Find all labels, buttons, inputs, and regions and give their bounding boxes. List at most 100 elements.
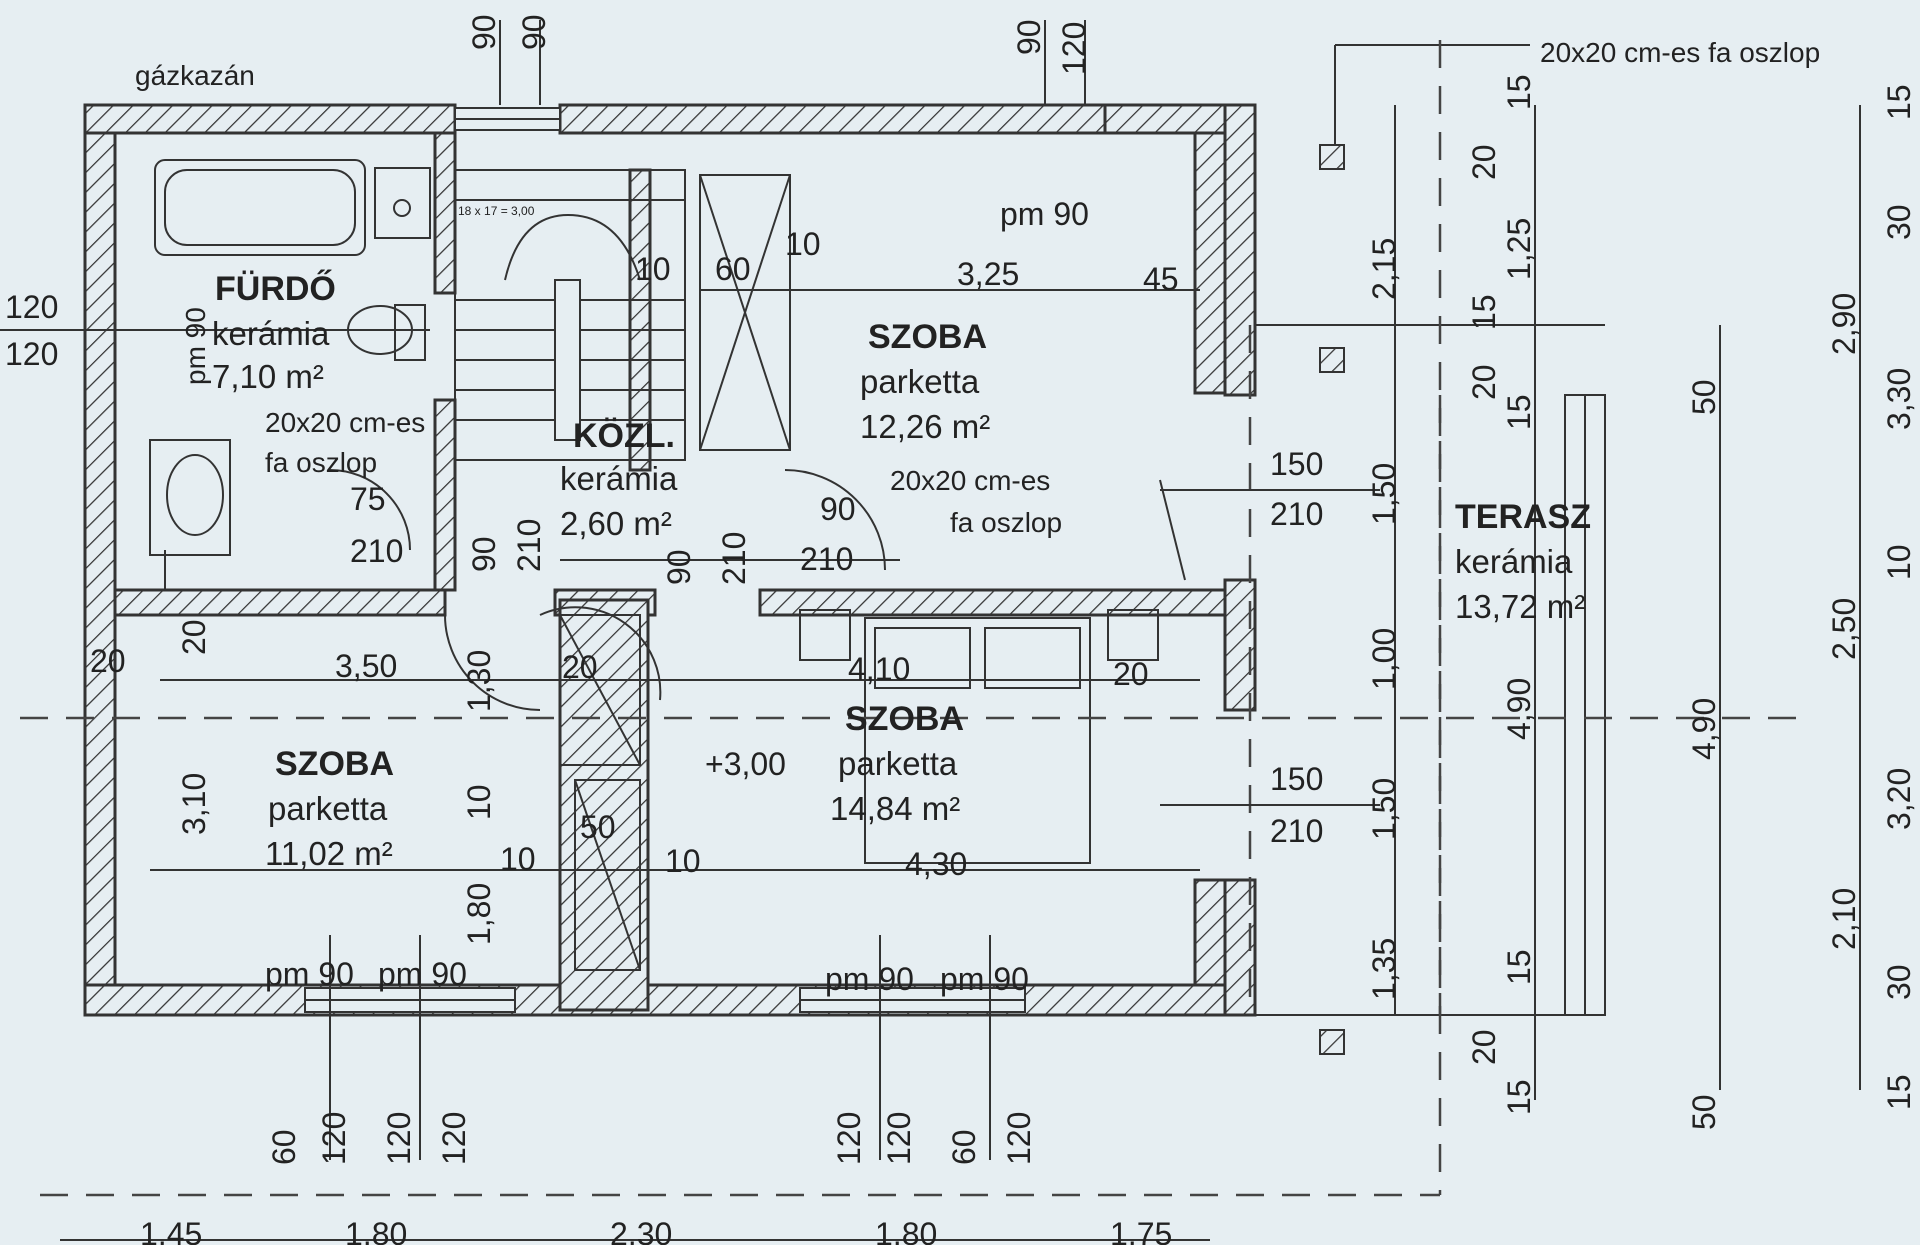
axis-lines — [20, 40, 1810, 1197]
dim-label: 120 — [5, 289, 58, 325]
dim-label: 60 — [266, 1129, 302, 1165]
room-szoba-3: SZOBA parketta 14,84 m² — [830, 700, 964, 827]
post-label-mid-2: fa oszlop — [950, 507, 1062, 538]
annotations: gázkazán 20x20 cm-es fa oszlop 20x20 cm-… — [135, 37, 1820, 997]
dim-label: 1,00 — [1366, 628, 1402, 690]
dim-label: 210 — [511, 519, 547, 572]
terrace — [1255, 324, 1606, 1016]
room-name: SZOBA — [845, 700, 964, 738]
dim-label: 45 — [1143, 261, 1179, 297]
dim-label: 60 — [715, 251, 751, 287]
dim-label: 1,45 — [140, 1216, 202, 1245]
room-közl: KÖZL. kerámia 2,60 m² — [560, 417, 678, 542]
room-material: parketta — [860, 363, 980, 400]
right-dims: 2,15 1,50 1,00 1,50 1,35 15 20 1,25 15 2… — [1366, 74, 1917, 1130]
post-label-mid-1: 20x20 cm-es — [890, 465, 1050, 496]
dim-label: 20 — [1466, 1029, 1502, 1065]
dim-label: 1,80 — [461, 883, 497, 945]
dim-label: 210 — [1270, 813, 1323, 849]
dim-label: 3,30 — [1881, 368, 1917, 430]
dim-label: 10 — [635, 251, 671, 287]
dim-label: 120 — [831, 1112, 867, 1165]
room-material: kerámia — [1455, 543, 1573, 580]
bed — [799, 609, 1159, 864]
room-name: TERASZ — [1455, 498, 1591, 536]
room-area: 7,10 m² — [212, 358, 324, 395]
dimension-lines — [0, 20, 1861, 1241]
dim-label: 90 — [466, 14, 502, 50]
pm90-label: pm 90 — [825, 961, 914, 997]
pm90-label-rotated: pm 90 — [180, 307, 211, 385]
dim-label: 120 — [381, 1112, 417, 1165]
dim-label: 2,30 — [610, 1216, 672, 1245]
room-name: FÜRDŐ — [215, 270, 336, 308]
dim-label: 120 — [1001, 1112, 1037, 1165]
room-area: 14,84 m² — [830, 790, 960, 827]
dim-label: 20 — [1113, 656, 1149, 692]
room-area: 2,60 m² — [560, 505, 672, 542]
dim-label: 2,15 — [1366, 238, 1402, 300]
dim-label: 20 — [1466, 144, 1502, 180]
pm90-label: pm 90 — [940, 961, 1029, 997]
room-material: kerámia — [560, 460, 678, 497]
dim-label: 1,50 — [1366, 778, 1402, 840]
stair-label: 18 x 17 = 3,00 — [458, 204, 535, 218]
dim-label: 15 — [1501, 1079, 1537, 1115]
dim-label: 210 — [350, 533, 403, 569]
dim-label: 150 — [1270, 446, 1323, 482]
dim-label: 210 — [716, 532, 752, 585]
room-area: 13,72 m² — [1455, 588, 1585, 625]
dim-label: 15 — [1501, 74, 1537, 110]
room-szoba-2: SZOBA parketta 11,02 m² — [265, 745, 394, 872]
dim-label: 1,35 — [1366, 938, 1402, 1000]
dim-label: 120 — [436, 1112, 472, 1165]
dim-label: 4,30 — [905, 846, 967, 882]
dim-label: 15 — [1501, 949, 1537, 985]
pm90-label: pm 90 — [265, 956, 354, 992]
room-fürdő: FÜRDŐ kerámia 7,10 m² — [212, 270, 336, 395]
dim-label: 20 — [562, 649, 598, 685]
dim-label: 20 — [90, 643, 126, 679]
dim-label: 90 — [820, 491, 856, 527]
dim-label: 10 — [461, 784, 497, 820]
dim-label: 4,90 — [1686, 698, 1722, 760]
dim-label: 30 — [1881, 204, 1917, 240]
dim-label: 1,30 — [461, 650, 497, 712]
door-swings — [329, 469, 886, 711]
dim-label: 120 — [1056, 22, 1092, 75]
dim-label: 4,10 — [848, 651, 910, 687]
dim-label: 50 — [1686, 1094, 1722, 1130]
dim-label: 210 — [1270, 496, 1323, 532]
bottom-opening-dims: 60 120 120 120 120 120 60 120 — [266, 1112, 1037, 1165]
room-szoba-1: SZOBA parketta 12,26 m² — [860, 318, 990, 445]
room-area: 12,26 m² — [860, 408, 990, 445]
dim-label: 120 — [316, 1112, 352, 1165]
dim-label: 60 — [946, 1129, 982, 1165]
dim-label: 20 — [176, 619, 212, 655]
room-material: parketta — [838, 745, 958, 782]
windows — [304, 107, 1026, 1013]
top-opening-dims: 90 90 90 120 — [466, 14, 1092, 75]
room-material: parketta — [268, 790, 388, 827]
dim-label: 10 — [500, 841, 536, 877]
wardrobes — [559, 174, 791, 971]
pm90-label: pm 90 — [1000, 196, 1089, 232]
room-name: SZOBA — [868, 318, 987, 356]
room-name: SZOBA — [275, 745, 394, 783]
dim-label: 2,50 — [1826, 598, 1862, 660]
dim-label: 150 — [1270, 761, 1323, 797]
post-label-left-2: fa oszlop — [265, 447, 377, 478]
dim-label: 50 — [580, 809, 616, 845]
level-label: +3,00 — [705, 746, 786, 782]
dim-label: 15 — [1881, 84, 1917, 120]
left-opening-dims: 120 120 — [5, 289, 58, 372]
dim-label: 10 — [665, 843, 701, 879]
dim-label: 210 — [800, 541, 853, 577]
room-name: KÖZL. — [573, 417, 675, 455]
room-area: 11,02 m² — [265, 835, 393, 872]
dim-label: 2,90 — [1826, 293, 1862, 355]
dim-label: 1,80 — [875, 1216, 937, 1245]
post-markers — [164, 44, 1530, 1055]
dim-label: 3,10 — [176, 773, 212, 835]
